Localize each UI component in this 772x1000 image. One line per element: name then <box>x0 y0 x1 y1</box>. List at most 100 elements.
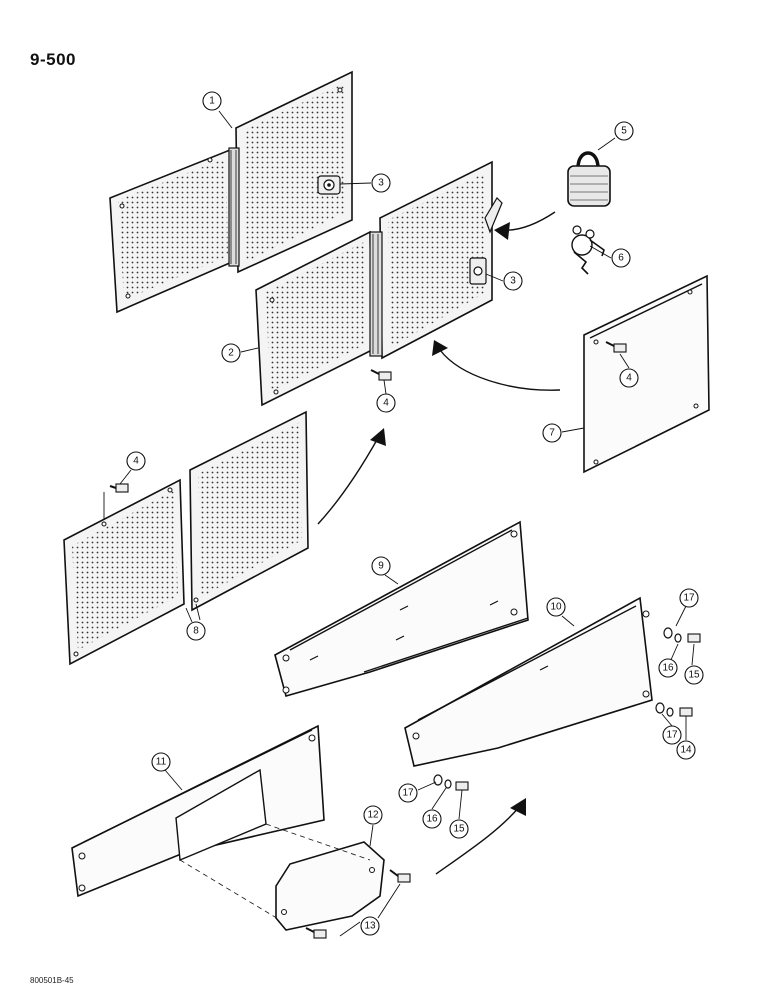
leader-line <box>589 245 612 259</box>
leader-line <box>431 787 447 810</box>
svg-text:4: 4 <box>626 373 632 384</box>
callout-4: 4 <box>126 451 146 471</box>
callout-2: 2 <box>221 343 241 363</box>
bolt-icon <box>455 781 469 791</box>
callout-7: 7 <box>542 423 562 443</box>
leader-line <box>561 427 585 433</box>
leader-line <box>417 781 437 791</box>
callout-17: 17 <box>662 725 682 745</box>
leader-line <box>339 182 372 185</box>
bolt-icon <box>605 341 627 353</box>
assembly-arrow <box>317 428 386 525</box>
alignment-line <box>179 859 281 921</box>
callout-17: 17 <box>679 588 699 608</box>
washer-icon <box>663 627 673 639</box>
leader-line <box>185 603 201 623</box>
alignment-line <box>265 823 371 861</box>
leader-line <box>339 883 401 937</box>
grille-door-assembly-upper <box>109 70 353 314</box>
svg-text:2: 2 <box>228 348 234 359</box>
callout-16: 16 <box>422 809 442 829</box>
svg-text:4: 4 <box>133 456 139 467</box>
leader-line <box>661 713 673 727</box>
leader-line <box>240 347 259 353</box>
side-rail-part-9 <box>274 520 529 697</box>
callout-8: 8 <box>186 621 206 641</box>
svg-text:9: 9 <box>378 561 384 572</box>
svg-text:8: 8 <box>193 626 199 637</box>
leader-line <box>383 379 387 395</box>
callout-11: 11 <box>151 752 171 772</box>
cover-panel-part-7 <box>583 274 710 474</box>
svg-text:10: 10 <box>550 602 562 613</box>
side-rail-part-10 <box>404 596 653 767</box>
callout-12: 12 <box>363 805 383 825</box>
leader-line <box>669 643 679 663</box>
svg-text:1: 1 <box>209 96 215 107</box>
page-number: 9-500 <box>30 50 76 69</box>
leader-line <box>691 643 695 666</box>
callout-5: 5 <box>614 121 634 141</box>
svg-text:6: 6 <box>618 253 624 264</box>
washer-icon <box>655 702 665 714</box>
callout-1: 1 <box>202 91 222 111</box>
figure-code: 800501B-45 <box>30 976 74 985</box>
washer-icon <box>433 774 443 786</box>
svg-text:7: 7 <box>549 428 555 439</box>
callout-9: 9 <box>371 556 391 576</box>
latch-icon <box>317 175 341 195</box>
callout-3: 3 <box>503 271 523 291</box>
assembly-arrow <box>494 211 556 240</box>
side-rail-part-11 <box>71 724 325 898</box>
lockwasher-icon <box>444 779 452 789</box>
svg-text:15: 15 <box>688 670 700 681</box>
assembly-arrow <box>435 798 526 875</box>
leader-line <box>619 353 630 369</box>
bolt-icon <box>370 369 392 381</box>
svg-text:3: 3 <box>510 276 516 287</box>
svg-text:17: 17 <box>402 788 414 799</box>
callout-4: 4 <box>619 368 639 388</box>
svg-text:15: 15 <box>453 824 465 835</box>
callout-15: 15 <box>684 665 704 685</box>
callout-16: 16 <box>658 658 678 678</box>
grille-panels-part-8 <box>63 410 309 666</box>
leader-line <box>119 469 132 485</box>
assembly-arrow <box>432 340 561 391</box>
leader-line <box>485 273 504 282</box>
svg-text:12: 12 <box>367 810 379 821</box>
svg-text:5: 5 <box>621 126 627 137</box>
keys-icon <box>571 225 605 275</box>
svg-text:17: 17 <box>666 730 678 741</box>
leader-line <box>458 789 463 820</box>
bolt-icon <box>109 483 129 493</box>
leader-line <box>369 824 374 847</box>
leader-line <box>597 137 616 151</box>
svg-text:3: 3 <box>378 178 384 189</box>
svg-text:4: 4 <box>383 398 389 409</box>
svg-text:14: 14 <box>680 745 692 756</box>
svg-text:11: 11 <box>156 757 167 768</box>
svg-text:16: 16 <box>426 814 438 825</box>
grille-door-assembly-middle <box>255 160 503 407</box>
callout-10: 10 <box>546 597 566 617</box>
padlock-icon <box>567 151 611 207</box>
lockwasher-icon <box>666 707 674 717</box>
leader-line <box>164 769 183 791</box>
bolt-icon <box>687 633 701 643</box>
cover-plate-part-12 <box>275 841 385 931</box>
lockwasher-icon <box>674 633 682 643</box>
svg-text:16: 16 <box>662 663 674 674</box>
bolt-icon <box>389 869 411 883</box>
svg-text:13: 13 <box>364 921 376 932</box>
callout-15: 15 <box>449 819 469 839</box>
svg-text:17: 17 <box>683 593 695 604</box>
callout-13: 13 <box>360 916 380 936</box>
callout-3: 3 <box>371 173 391 193</box>
callout-17: 17 <box>398 783 418 803</box>
latch-icon <box>469 257 487 285</box>
bolt-icon <box>305 927 327 939</box>
callout-14: 14 <box>676 740 696 760</box>
bolt-icon <box>679 707 693 717</box>
